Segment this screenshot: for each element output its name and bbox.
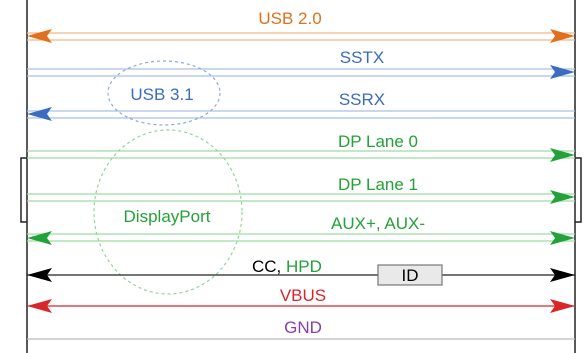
displayport-group-ellipse [93, 129, 243, 295]
dp1-label: DP Lane 1 [338, 175, 418, 194]
gnd-label: GND [284, 318, 322, 337]
dp1-right-arrowhead [550, 190, 575, 204]
aux-label: AUX+, AUX- [331, 214, 425, 233]
left-connector-bracket [20, 157, 27, 223]
sstx-label: SSTX [340, 48, 384, 67]
vbus-label: VBUS [280, 286, 326, 305]
usb2-label: USB 2.0 [258, 9, 321, 28]
cc-label: CC, [252, 257, 281, 276]
ssrx-label: SSRX [339, 90, 385, 109]
usb31-group-ellipse [107, 60, 221, 126]
cc-left-arrowhead [27, 268, 52, 282]
hpd-label: HPD [286, 257, 322, 276]
displayport-group-label: DisplayPort [124, 207, 211, 226]
usb2-right-arrowhead [550, 29, 575, 43]
vbus-left-arrowhead [27, 299, 52, 313]
right-connector-bracket [575, 157, 582, 223]
id-box [377, 264, 443, 286]
aux-right-arrowhead [550, 231, 575, 245]
dp0-label: DP Lane 0 [338, 132, 418, 151]
vbus-right-arrowhead [550, 299, 575, 313]
dp0-right-arrowhead [550, 148, 575, 162]
aux-left-arrowhead [27, 231, 52, 245]
usb31-group-label: USB 3.1 [130, 85, 193, 104]
sstx-right-arrowhead [550, 65, 575, 79]
ssrx-left-arrowhead [27, 107, 52, 121]
id-label: ID [402, 266, 419, 285]
usb2-left-arrowhead [27, 29, 52, 43]
cc-right-arrowhead [550, 268, 575, 282]
